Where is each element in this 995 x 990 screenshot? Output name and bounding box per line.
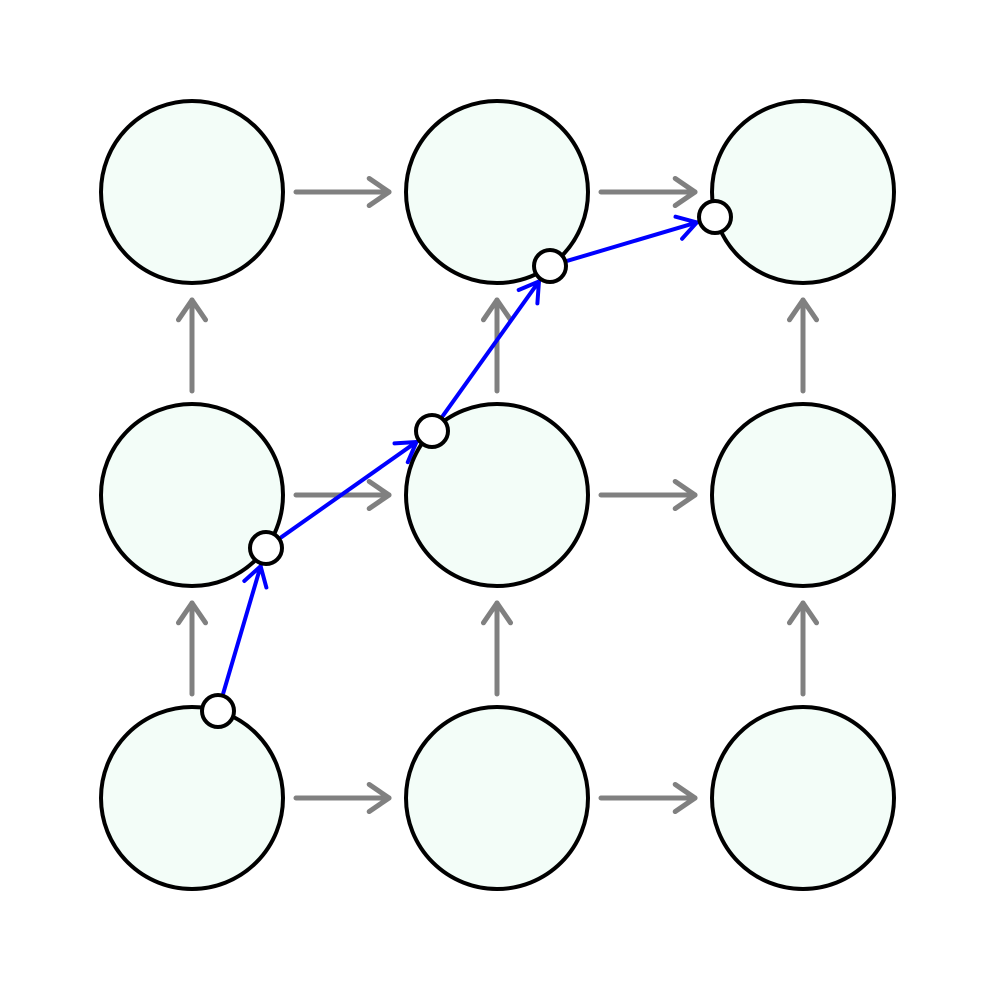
arrowhead <box>366 478 392 512</box>
path-arrow-3 <box>441 279 541 418</box>
path-point-5 <box>697 199 733 235</box>
highlighted-path <box>221 214 699 695</box>
path-arrow-shaft <box>441 279 541 418</box>
path-point-3 <box>414 413 450 449</box>
arrowhead <box>366 175 392 209</box>
node-circle <box>404 99 590 285</box>
path-arrow-shaft <box>566 220 699 263</box>
arrowhead <box>366 781 392 815</box>
path-point-1 <box>200 693 236 729</box>
node-circle <box>99 402 285 588</box>
arrowhead <box>480 297 514 323</box>
grid-node-n-2-1 <box>404 705 590 891</box>
arrowhead <box>175 297 209 323</box>
node-circle <box>710 99 896 285</box>
path-point-2 <box>248 530 284 566</box>
node-circle <box>404 705 590 891</box>
node-circle <box>710 705 896 891</box>
grid-arrow-n-2-0-to-n-2-1 <box>293 781 392 815</box>
arrowhead <box>672 781 698 815</box>
path-arrow-2 <box>279 439 419 540</box>
grid-nodes <box>99 99 896 891</box>
path-arrow-4 <box>566 214 699 263</box>
grid-arrow-n-2-1-to-n-1-1 <box>480 600 514 697</box>
grid-arrow-n-1-2-to-n-0-2 <box>786 297 820 394</box>
grid-node-n-0-0 <box>99 99 285 285</box>
arrowhead <box>786 297 820 323</box>
arrowhead <box>672 478 698 512</box>
grid-node-n-1-0 <box>99 402 285 588</box>
arrowhead <box>786 600 820 626</box>
grid-node-n-1-2 <box>710 402 896 588</box>
path-arrow-shaft <box>279 439 419 540</box>
node-circle <box>99 705 285 891</box>
grid-arrow-n-2-1-to-n-2-2 <box>598 781 698 815</box>
path-point-4 <box>532 248 568 284</box>
grid-arrow-n-2-2-to-n-1-2 <box>786 600 820 697</box>
arrowhead <box>480 600 514 626</box>
grid-arrow-n-0-0-to-n-0-1 <box>293 175 392 209</box>
grid-node-n-0-1 <box>404 99 590 285</box>
arrowhead <box>242 564 269 590</box>
path-arrow-1 <box>221 564 269 695</box>
grid-node-n-2-2 <box>710 705 896 891</box>
grid-node-n-1-1 <box>404 402 590 588</box>
node-circle <box>404 402 590 588</box>
arrowhead <box>672 175 698 209</box>
grid-arrow-n-2-0-to-n-1-0 <box>175 600 209 697</box>
node-circle <box>710 402 896 588</box>
grid-arrow-n-1-0-to-n-0-0 <box>175 297 209 394</box>
grid-node-n-0-2 <box>710 99 896 285</box>
arrowhead <box>392 439 419 465</box>
path-points <box>200 199 733 729</box>
arrowhead <box>516 279 541 306</box>
grid-arrow-n-1-1-to-n-1-2 <box>598 478 698 512</box>
arrowhead <box>673 214 699 241</box>
grid-edges <box>175 175 820 815</box>
grid-arrow-n-0-1-to-n-0-2 <box>598 175 698 209</box>
arrowhead <box>175 600 209 626</box>
grid-arrow-n-1-1-to-n-0-1 <box>480 297 514 394</box>
path-arrow-shaft <box>221 564 263 695</box>
grid-node-n-2-0 <box>99 705 285 891</box>
node-circle <box>99 99 285 285</box>
